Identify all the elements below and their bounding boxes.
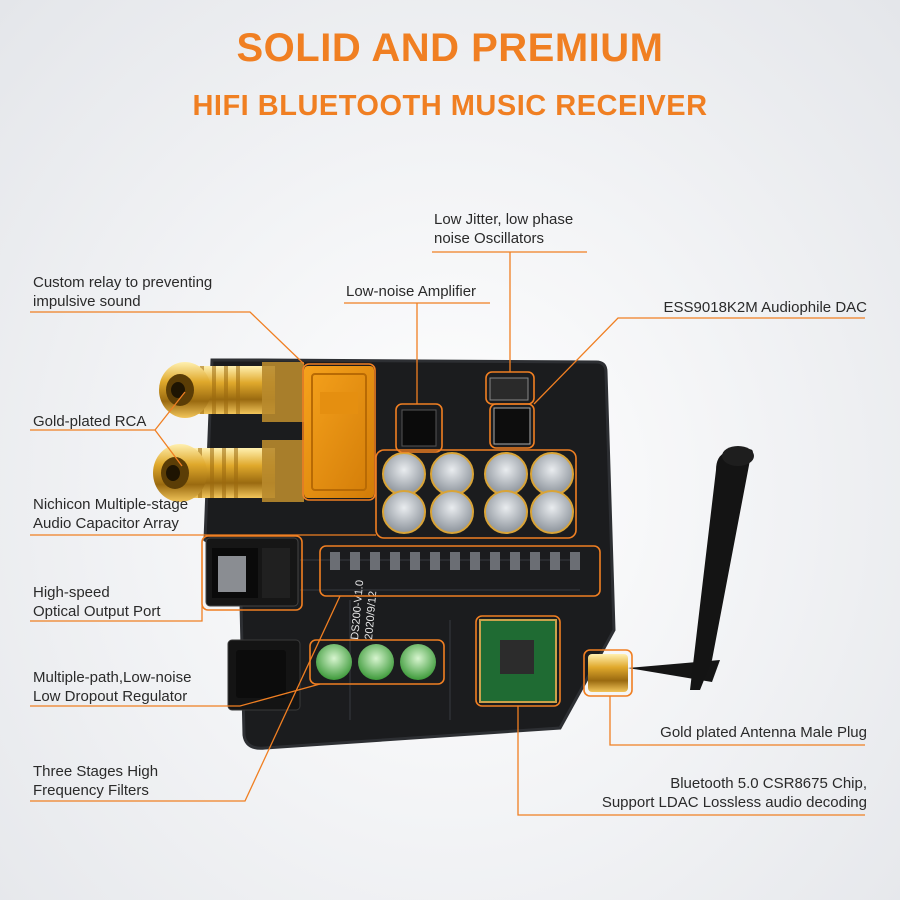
oscillator xyxy=(489,377,529,401)
leader-regulator xyxy=(30,683,321,707)
highlight-optical xyxy=(201,535,303,611)
leader-relay xyxy=(30,311,305,365)
regulator-capacitors xyxy=(316,644,436,680)
callout-filters: Three Stages High Frequency Filters xyxy=(33,763,159,799)
leader-bluetooth xyxy=(517,706,865,816)
rca-connector-bottom xyxy=(153,444,275,502)
capacitor-array xyxy=(382,452,574,534)
antenna xyxy=(628,446,754,690)
antenna-plug xyxy=(588,654,628,692)
highlight-dac xyxy=(489,403,535,449)
callout-amplifier: Low-noise Amplifier xyxy=(346,283,477,300)
highlight-amplifier xyxy=(395,403,443,453)
highlight-filters xyxy=(319,545,601,597)
silkscreen-date: 2020/9/12 xyxy=(363,590,379,640)
leader-filters xyxy=(30,595,341,802)
leader-rca xyxy=(30,391,186,467)
leader-oscillators xyxy=(432,251,587,372)
relay xyxy=(304,366,374,498)
main-title: SOLID AND PREMIUM xyxy=(236,26,664,70)
subtitle: HIFI BLUETOOTH MUSIC RECEIVER xyxy=(192,90,708,122)
leader-amplifier xyxy=(344,302,490,404)
bluetooth-module xyxy=(479,619,557,703)
callout-relay: Custom relay to preventing impulsive sou… xyxy=(33,274,213,310)
rca-connector-top xyxy=(159,362,275,418)
callout-bluetooth: Bluetooth 5.0 CSR8675 Chip, Support LDAC… xyxy=(601,775,867,811)
highlight-capacitors xyxy=(375,449,577,539)
callout-optical: High-speed Optical Output Port xyxy=(33,584,161,620)
optical-port xyxy=(205,537,299,607)
callout-regulator: Multiple-path,Low-noise Low Dropout Regu… xyxy=(33,669,192,705)
leader-antenna-plug xyxy=(609,696,865,746)
callout-dac: ESS9018K2M Audiophile DAC xyxy=(663,299,867,316)
callout-oscillators: Low Jitter, low phase noise Oscillators xyxy=(434,211,574,247)
callout-rca: Gold-plated RCA xyxy=(33,413,147,430)
callout-antenna-plug: Gold plated Antenna Male Plug xyxy=(660,724,867,741)
dac-chip xyxy=(493,407,531,445)
highlight-relay xyxy=(302,363,376,501)
leader-dac xyxy=(533,317,865,405)
silkscreen-model: DS200-V1.0 xyxy=(349,580,366,641)
callout-capacitors: Nichicon Multiple-stage Audio Capacitor … xyxy=(33,496,189,532)
filter-components xyxy=(330,552,580,570)
highlight-antenna-plug xyxy=(583,649,633,697)
leader-optical xyxy=(30,606,203,622)
amplifier-chip xyxy=(401,409,437,447)
